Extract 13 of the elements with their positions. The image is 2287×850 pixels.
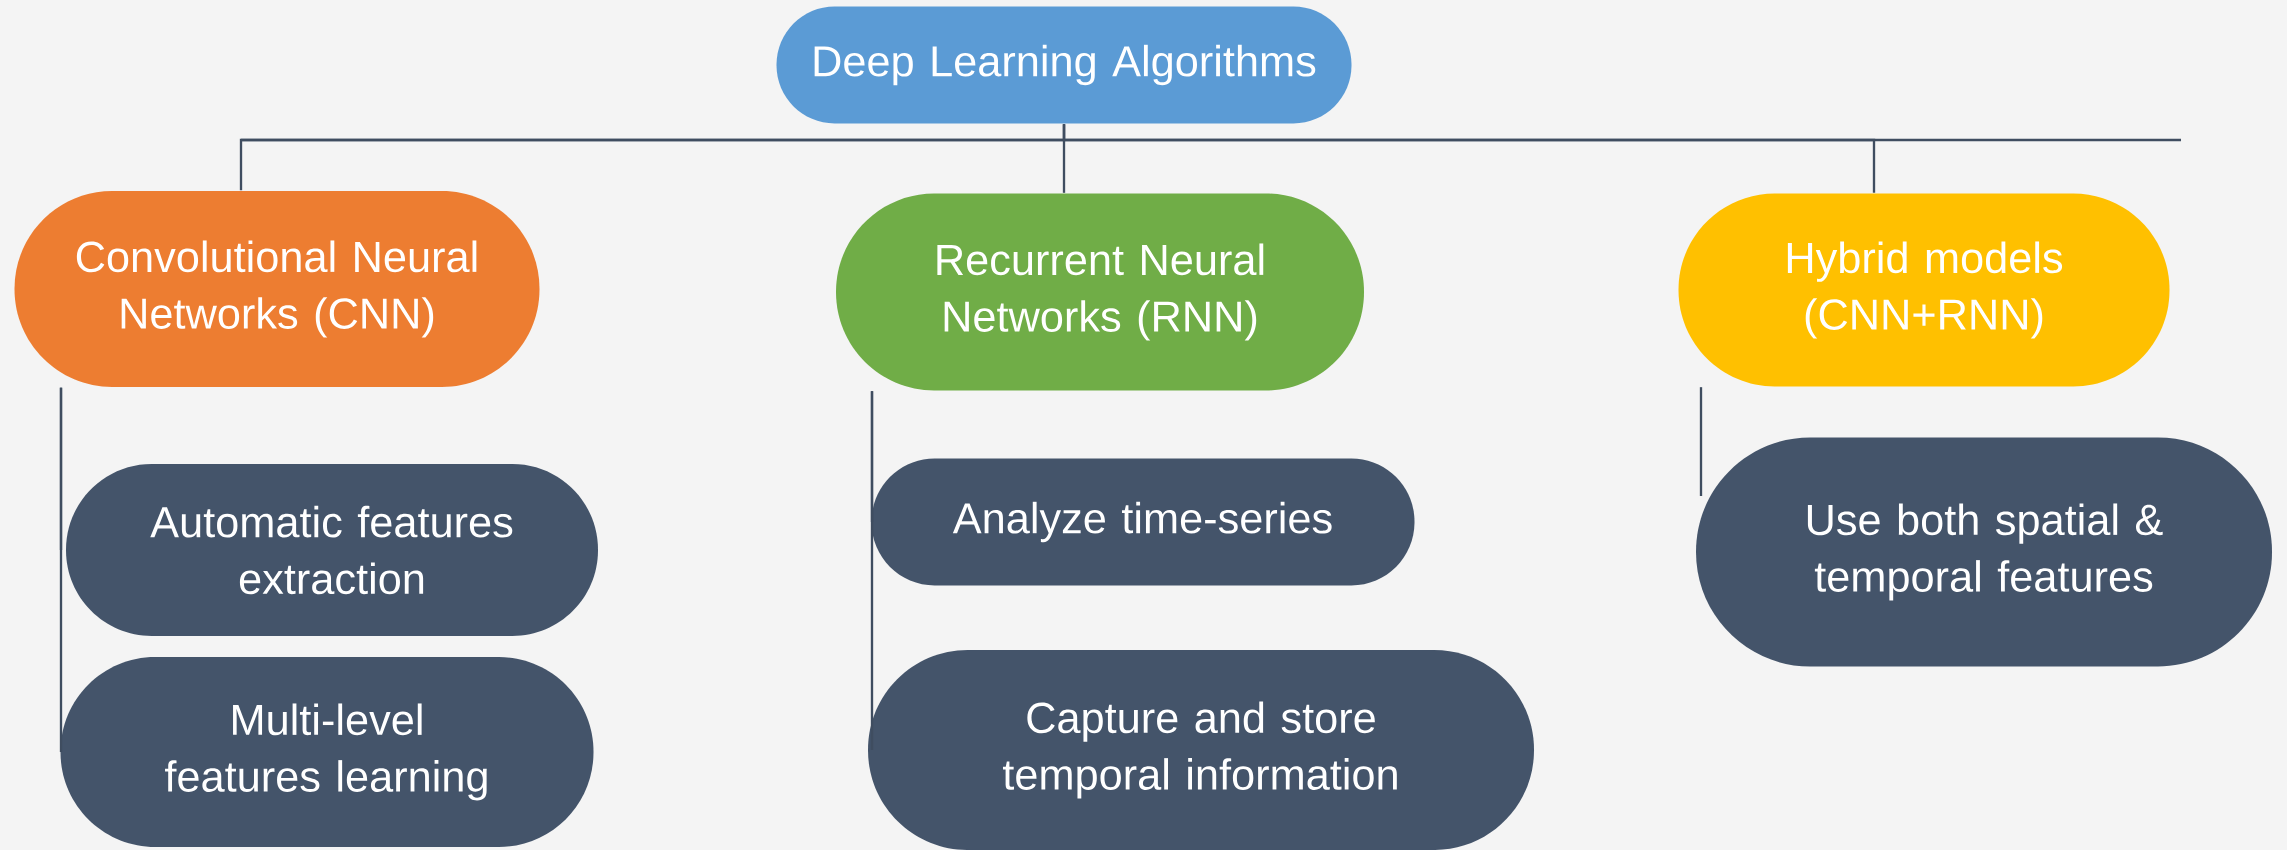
connector-line <box>1062 124 1876 193</box>
connector-line <box>59 387 63 752</box>
category-box: Convolutional Neural Networks (CNN) <box>14 191 540 387</box>
feature-box: Multi-level features learning <box>60 657 594 847</box>
feature-box: Use both spatial & temporal features <box>1696 437 2272 667</box>
feature-box: Capture and store temporal information <box>868 650 1534 850</box>
category-box: Recurrent Neural Networks (RNN) <box>836 193 1364 391</box>
feature-box: Automatic features extraction <box>66 464 598 636</box>
connector-line <box>1699 387 1703 496</box>
category-box: Hybrid models (CNN+RNN) <box>1678 193 2170 387</box>
connector-line <box>870 391 874 750</box>
title-box: Deep Learning Algorithms <box>776 6 1352 124</box>
feature-box: Analyze time-series <box>871 458 1415 586</box>
